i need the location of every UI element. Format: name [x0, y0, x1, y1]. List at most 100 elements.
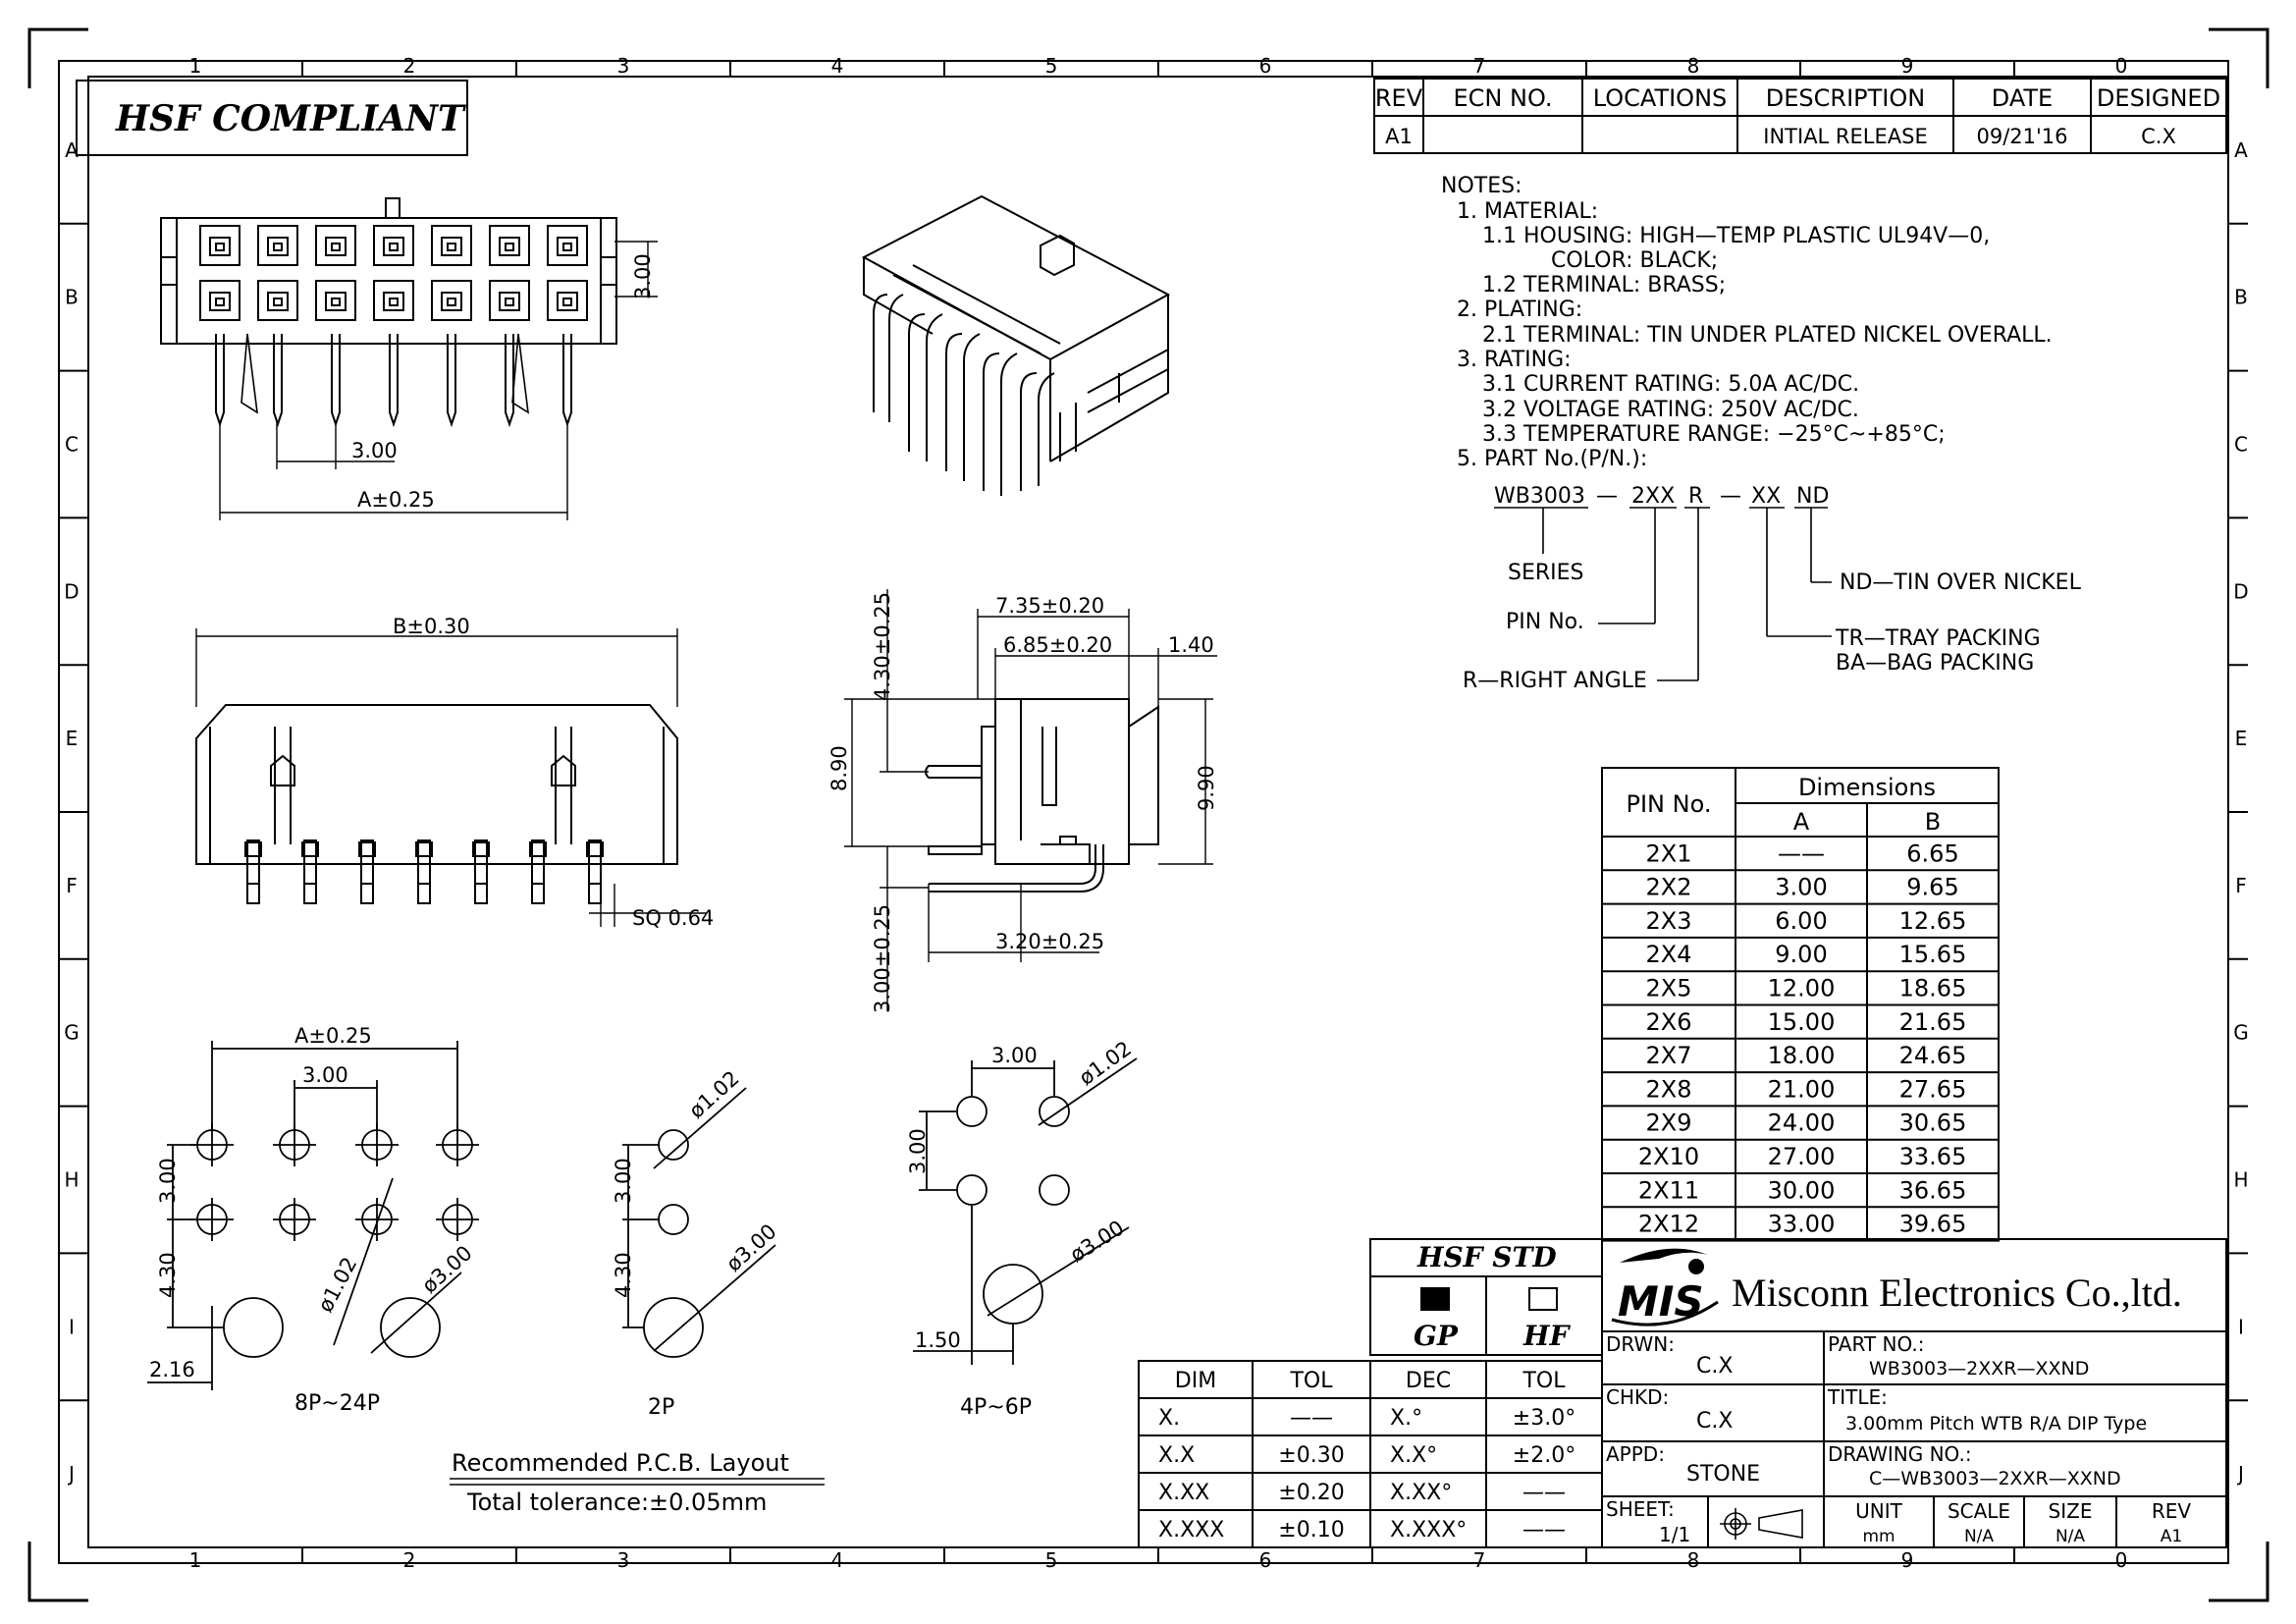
zone-row-label: J	[2236, 1462, 2244, 1486]
dim-side-430: 4.30±0.25	[871, 592, 894, 701]
rev-header-locations: LOCATIONS	[1593, 84, 1728, 112]
pin-cavity-inner	[383, 292, 404, 311]
size-value: N/A	[2056, 1527, 2085, 1546]
drwn-label: DRWN:	[1606, 1332, 1675, 1356]
zone-column-label: 0	[2115, 54, 2128, 78]
front-pin-shoulder	[415, 841, 433, 857]
tol-table-cell: X.	[1158, 1406, 1180, 1431]
zone-row-label: H	[64, 1168, 79, 1192]
zone-column-label: 4	[831, 54, 844, 78]
tol-table-cell: X.°	[1390, 1406, 1422, 1431]
pin-cavity-core	[389, 243, 399, 251]
dim-table-b: 36.65	[1899, 1176, 1967, 1204]
pin-cavity	[431, 225, 472, 266]
pn-seg: XX	[1751, 484, 1781, 509]
pcb-layout-tolerance: Total tolerance:±0.05mm	[466, 1489, 767, 1516]
mis-logo: MIS	[1611, 1248, 1719, 1326]
dim-table-b: 21.65	[1899, 1008, 1967, 1036]
hsf-std-box	[1369, 1238, 1603, 1356]
zone-row-label: I	[69, 1315, 75, 1338]
pcb-4p-d300: ø3.00	[1066, 1216, 1128, 1267]
dim-side-890: 8.90	[828, 745, 851, 791]
pin-cavity-core	[273, 243, 283, 251]
note-line: 3.1 CURRENT RATING: 5.0A AC/DC.	[1482, 372, 1859, 397]
partno-value: WB3003—2XXR—XXND	[1869, 1358, 2089, 1380]
front-pin	[360, 839, 374, 904]
tol-table-cell: X.XXX	[1158, 1518, 1224, 1543]
pin-cavity	[199, 225, 240, 266]
pcb-layout-2p	[622, 1087, 776, 1358]
front-pin	[531, 839, 545, 904]
dim-side-300: 3.00±0.25	[871, 904, 894, 1013]
zone-ticks	[59, 61, 2248, 1563]
dim-side-685: 6.85±0.20	[1003, 633, 1112, 657]
pin-cavity-inner	[499, 237, 520, 256]
dim-table-pin: 2X9	[1646, 1110, 1692, 1137]
dim-table-pin: 2X5	[1646, 975, 1692, 1002]
pin-cavity-inner	[557, 237, 578, 256]
front-pin-shoulder	[529, 841, 547, 857]
pin-cavity	[431, 280, 472, 321]
tol-table-cell: ——	[1290, 1406, 1333, 1431]
dim-table-a: 18.00	[1768, 1042, 1836, 1069]
hsf-std-hf: HF	[1522, 1320, 1571, 1352]
pcb-label-4p: 4P~6P	[960, 1395, 1032, 1420]
note-line: COLOR: BLACK;	[1551, 248, 1718, 273]
zone-column-label: 6	[1259, 54, 1272, 78]
drwn-value: C.X	[1696, 1354, 1733, 1379]
dim-table-a: 24.00	[1768, 1110, 1836, 1137]
pn-seg: R	[1688, 484, 1703, 509]
tol-table-cell: ±3.0°	[1513, 1406, 1575, 1431]
dim-table-a: ——	[1778, 839, 1825, 867]
tol-table-cell: X.XXX°	[1390, 1518, 1467, 1543]
pin-cavity	[257, 225, 298, 266]
pin-cavity-core	[215, 298, 225, 306]
zone-row-label: D	[2233, 579, 2248, 603]
scale-label: SCALE	[1948, 1499, 2010, 1523]
dim-top-side: 3.00	[631, 253, 655, 299]
pcb-layout-title: Recommended P.C.B. Layout	[452, 1449, 789, 1477]
unit-value: mm	[1862, 1527, 1895, 1546]
front-view	[195, 704, 678, 904]
dim-table-pin: 2X11	[1638, 1176, 1699, 1204]
front-pin	[588, 839, 602, 904]
zone-column-label: 4	[831, 1548, 844, 1572]
zone-row-label: I	[2238, 1315, 2244, 1338]
dim-side-320: 3.20±0.25	[995, 930, 1104, 953]
pin-cavity-core	[505, 298, 514, 306]
pin-leg	[273, 334, 283, 428]
zone-column-label: 9	[1901, 1548, 1914, 1572]
top-view-dims	[219, 241, 658, 520]
pin-cavity-inner	[383, 237, 404, 256]
dim-table-b: 33.65	[1899, 1143, 1967, 1170]
pin-cavity-inner	[441, 237, 462, 256]
dim-table-a: 3.00	[1775, 874, 1827, 901]
tol-table-cell: ±0.20	[1278, 1481, 1344, 1505]
pcb-4p-h300: 3.00	[906, 1128, 930, 1174]
rev-header-rev: REV	[1375, 84, 1423, 112]
pin-cavity	[547, 280, 588, 321]
pcb-label-8p: 8P~24P	[294, 1391, 380, 1416]
dim-table-b: 27.65	[1899, 1075, 1967, 1103]
rev-row-description: INTIAL RELEASE	[1763, 125, 1927, 148]
pin-cavity-inner	[209, 292, 231, 311]
pn-tr-label: TR—TRAY PACKING	[1835, 626, 2041, 651]
pin-cavity	[257, 280, 298, 321]
zone-row-label: G	[64, 1021, 80, 1045]
tol-table-header: TOL	[1522, 1369, 1566, 1393]
hsf-compliant-box	[76, 80, 468, 156]
front-pin	[303, 839, 317, 904]
pcb-dim-h430: 4.30	[156, 1252, 180, 1298]
title-block	[1601, 1238, 2227, 1548]
pin-cavity-inner	[267, 237, 289, 256]
zone-row-label: C	[65, 433, 79, 457]
rev-value: A1	[2161, 1527, 2182, 1546]
pin-cavity	[373, 280, 414, 321]
rev-row-date: 09/21'16	[1976, 125, 2067, 148]
sheet-value: 1/1	[1659, 1523, 1690, 1546]
front-pin	[474, 839, 488, 904]
side-view	[925, 698, 1159, 893]
zone-row-label: J	[67, 1462, 75, 1486]
